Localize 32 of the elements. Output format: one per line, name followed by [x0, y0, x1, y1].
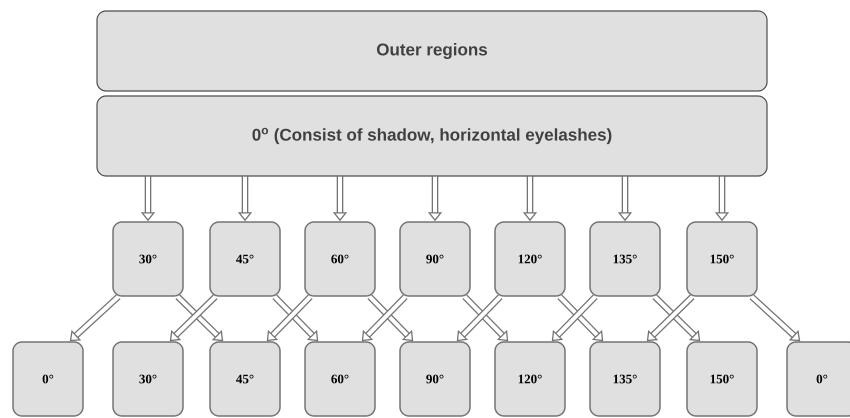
angle-box: 135°: [589, 341, 661, 417]
block-arrow: [557, 294, 604, 342]
angle-box: 30°: [112, 341, 184, 417]
block-arrow: [552, 294, 598, 342]
angle-box: 30°: [112, 221, 184, 297]
angle-box: 90°: [399, 221, 471, 297]
angle-box: 0°: [786, 341, 850, 417]
angle-box: 60°: [304, 341, 376, 417]
angle-box: 45°: [209, 341, 281, 417]
angle-box: 135°: [589, 221, 661, 297]
angle-box: 120°: [494, 341, 566, 417]
angle-box: 0°: [12, 341, 84, 417]
block-arrow: [272, 294, 318, 342]
block-arrow: [362, 294, 408, 342]
angle-box: 45°: [209, 221, 281, 297]
block-arrow: [266, 294, 313, 342]
angle-box: 150°: [686, 341, 758, 417]
block-arrow: [456, 294, 503, 342]
block-arrow: [462, 294, 508, 342]
block-arrow: [646, 294, 695, 342]
band-box: Outer regions: [96, 10, 768, 92]
angle-box: 120°: [494, 221, 566, 297]
angle-box: 60°: [304, 221, 376, 297]
band-box: 0$^{o}$ (Consist of shadow, horizontal eyelashes): [96, 95, 768, 177]
block-arrow: [750, 294, 800, 342]
block-arrow: [652, 294, 700, 342]
angle-box: 150°: [686, 221, 758, 297]
block-arrow: [170, 294, 218, 342]
block-arrow: [175, 294, 224, 342]
block-arrow: [70, 294, 120, 342]
block-arrow: [367, 294, 414, 342]
angle-box: 90°: [399, 341, 471, 417]
